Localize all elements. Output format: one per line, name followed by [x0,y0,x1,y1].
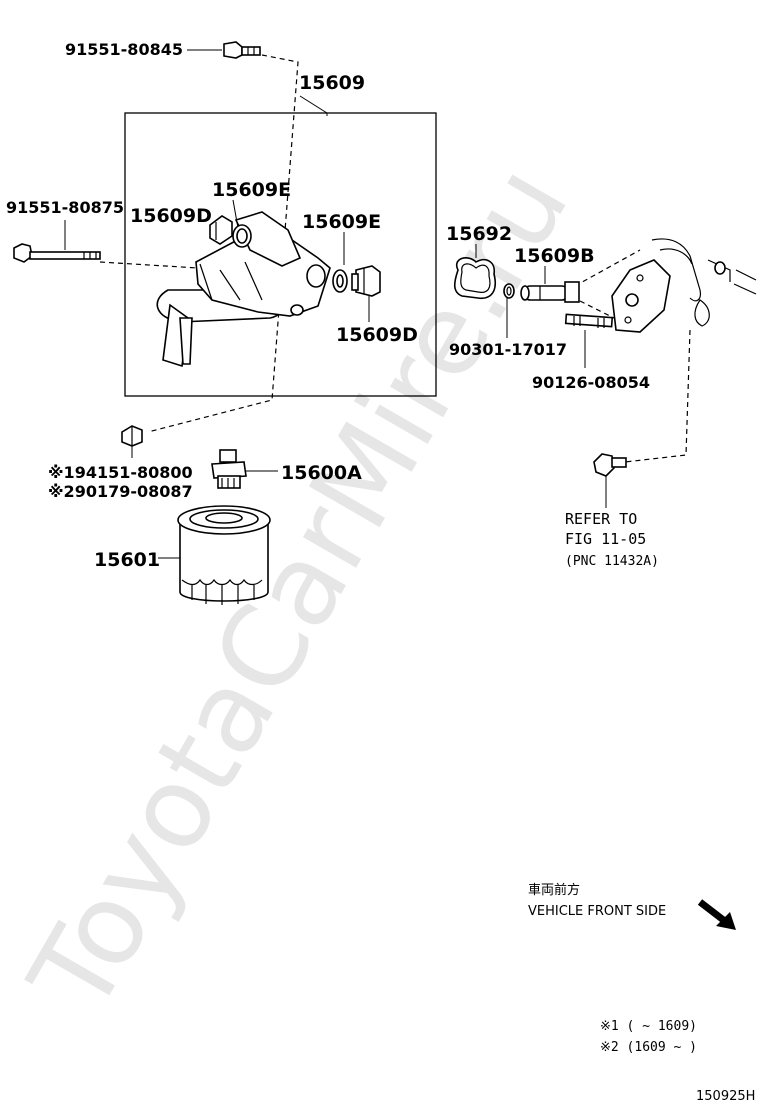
stud-90126[interactable] [564,313,614,328]
footnote-2: ※2 (1609 ~ ) [600,1040,697,1055]
oring-90301[interactable] [503,283,515,299]
refer-line-3: (PNC 11432A) [565,554,659,569]
refer-bolt[interactable] [593,453,627,477]
alt-bolt[interactable] [121,425,143,447]
flange-bolt-top[interactable] [223,41,261,59]
label-filter[interactable]: 15601 [94,549,160,571]
engine-flange [611,238,757,333]
label-ring-e-left[interactable]: 15609E [212,179,291,201]
label-plug-d-right[interactable]: 15609D [336,324,418,346]
label-alt-bolt-2[interactable]: ※290179-08087 [48,482,193,501]
label-assembly[interactable]: 15609 [299,72,365,94]
label-ring-e-right[interactable]: 15609E [302,211,381,233]
figure-id: 150925H [696,1089,755,1104]
refer-line-2: FIG 11-05 [565,530,646,548]
label-stud[interactable]: 90126-08054 [532,373,650,392]
label-alt-bolt-1[interactable]: ※194151-80800 [48,463,193,482]
label-plug-d-left[interactable]: 15609D [130,205,212,227]
label-union[interactable]: 15600A [281,462,362,484]
ring-15609e-right[interactable] [332,269,348,293]
gasket-15692[interactable] [453,257,496,299]
label-gasket[interactable]: 15692 [446,223,512,245]
plug-15609d-right[interactable] [351,265,381,297]
footnote-1: ※1 ( ~ 1609) [600,1019,697,1034]
pipe-15609b[interactable] [520,281,580,303]
refer-line-1: REFER TO [565,510,637,528]
label-bolt-top[interactable]: 91551-80845 [65,40,183,59]
front-side-japanese: 車両前方 [528,882,580,898]
front-arrow-icon [697,899,736,930]
assembly-frame [124,112,437,397]
oil-filter-15601[interactable] [177,505,271,605]
label-pipe-b[interactable]: 15609B [514,245,595,267]
ring-15609e-left[interactable] [232,224,252,248]
front-side-english: VEHICLE FRONT SIDE [528,904,666,919]
label-bolt-left[interactable]: 91551-80875 [6,198,124,217]
long-bolt[interactable] [13,243,101,263]
union-15600a[interactable] [211,449,247,489]
oil-filter-bracket[interactable] [156,211,331,368]
label-oring[interactable]: 90301-17017 [449,340,567,359]
plug-15609d-left[interactable] [209,215,233,245]
